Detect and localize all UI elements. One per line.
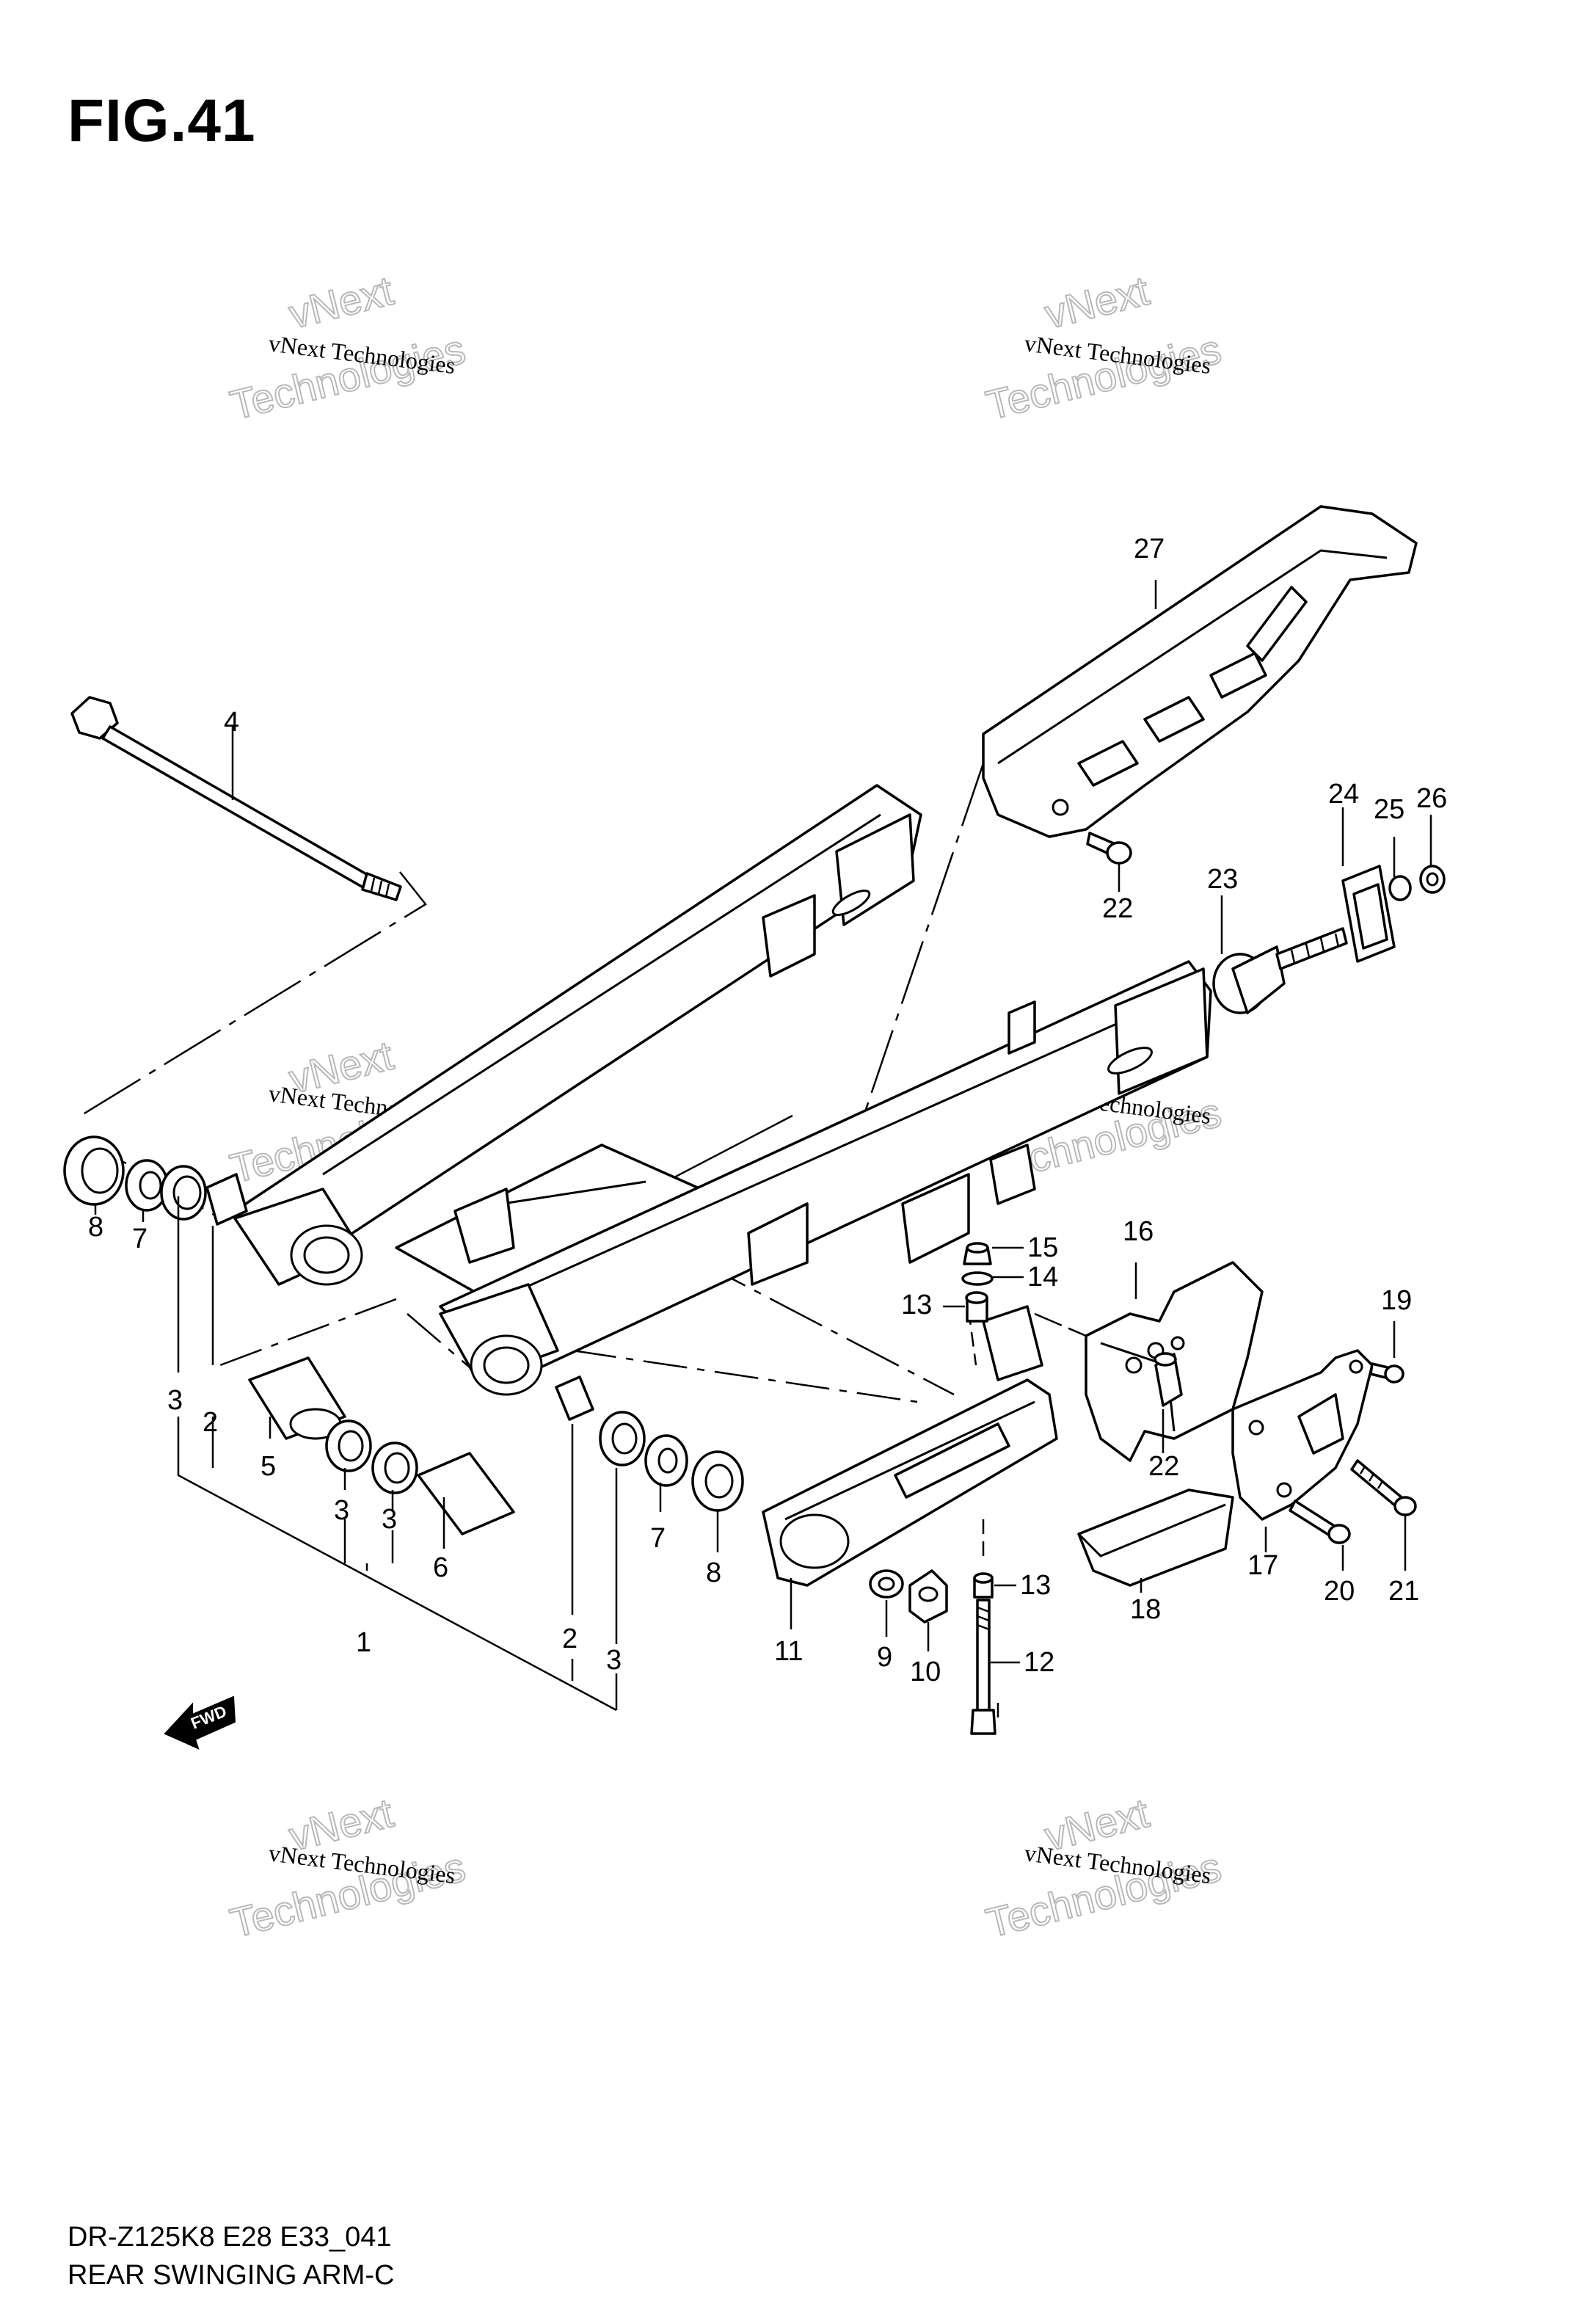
callout-28: 26 (1416, 783, 1447, 814)
nut-15 (963, 1242, 992, 1265)
watermark-vnext: vNext (285, 267, 398, 338)
callout-19: 19 (1381, 1285, 1412, 1316)
figure-title: FIG.41 (68, 87, 256, 154)
pivot-bolt (70, 696, 402, 901)
callout-8-left: 8 (88, 1212, 103, 1243)
callout-4: 4 (224, 707, 239, 738)
chain-guard-bolt (1086, 832, 1132, 865)
callout-16: 16 (1123, 1216, 1154, 1247)
collar-13-upper (965, 1291, 988, 1323)
callout-1: 1 (356, 1627, 371, 1658)
callout-26: 24 (1328, 779, 1359, 810)
watermark-bottom-left: vNext Technologies vNext Technologies (225, 1789, 470, 1947)
callout-27: 25 (1374, 794, 1404, 825)
chain-guard (982, 505, 1418, 838)
bearing-right (599, 1411, 646, 1466)
washer-right (644, 1434, 688, 1487)
bolt-20 (1289, 1499, 1351, 1544)
chain-adjuster-bolt (1212, 927, 1348, 1014)
fwd-arrow-icon: FWD (164, 1695, 236, 1750)
callout-10: 10 (910, 1657, 941, 1687)
chain-guide-pad (1077, 1488, 1234, 1587)
watermark-top-left: vNext Technologies vNext Technologies (225, 266, 470, 429)
sleeve-5 (248, 1356, 346, 1440)
collar-nut (908, 1569, 948, 1624)
callout-21: 21 (1388, 1576, 1419, 1607)
callout-3b: 3 (382, 1504, 397, 1535)
watermark-vnext: vNext (1041, 267, 1154, 338)
callout-25: 23 (1207, 864, 1238, 895)
callout-11: 11 (774, 1636, 803, 1667)
dust-seal-right (691, 1450, 744, 1512)
diagram-footer: DR-Z125K8 E28 E33_041 REAR SWINGING ARM-… (68, 2218, 394, 2294)
washer-left (125, 1159, 169, 1212)
swing-arm (233, 784, 1212, 1396)
bolt-21 (1350, 1459, 1417, 1516)
callout-7-left: 7 (132, 1224, 147, 1254)
callout-24: 22 (1102, 893, 1133, 924)
chain-buffer (762, 1305, 1058, 1587)
callout-14: 14 (1027, 1262, 1058, 1293)
leader-lines (94, 580, 1432, 1717)
guide-pin (1154, 1352, 1183, 1407)
callout-2-right: 2 (562, 1624, 577, 1654)
callout-9: 9 (877, 1642, 892, 1673)
callout-2-left: 2 (203, 1407, 218, 1438)
watermark-bottom-right: vNext Technologies vNext Technologies (981, 1789, 1226, 1947)
callout-13-upper: 13 (901, 1290, 932, 1320)
washer-14 (961, 1271, 994, 1286)
collar-13-lower (973, 1572, 994, 1599)
callout-12: 12 (1024, 1647, 1054, 1678)
bearing-3b (371, 1442, 418, 1494)
callout-3-right: 3 (606, 1645, 622, 1676)
sleeve-6 (417, 1452, 515, 1535)
callout-22: 22 (1148, 1451, 1179, 1482)
watermark-top-right: vNext Technologies vNext Technologies (981, 266, 1226, 429)
callout-3-left: 3 (167, 1385, 183, 1416)
section-name: REAR SWINGING ARM-C (68, 2260, 395, 2291)
callout-17: 17 (1247, 1550, 1278, 1581)
spacer-left-upper (205, 1173, 248, 1226)
bolt-19 (1369, 1362, 1404, 1384)
model-code: DR-Z125K8 E28 E33_041 (68, 2222, 392, 2253)
adjuster-washer (1388, 875, 1412, 901)
chain-guide-plate (1231, 1349, 1374, 1521)
bearing-3a (325, 1419, 372, 1472)
adjuster-nut (1419, 865, 1446, 894)
collar-washer (869, 1569, 904, 1599)
callout-20: 20 (1324, 1576, 1355, 1607)
bearing-left-upper (160, 1165, 207, 1221)
chain-adjuster-plate (1341, 865, 1396, 963)
callout-labels: 4 27 22 23 24 25 26 15 14 13 16 19 22 13… (88, 534, 1447, 1687)
callout-7-right: 7 (650, 1523, 666, 1554)
callout-3a: 3 (334, 1495, 349, 1526)
grouping-brackets (177, 1196, 618, 1712)
callout-15: 15 (1027, 1232, 1058, 1263)
callout-18: 18 (1130, 1594, 1161, 1625)
bolt-12 (970, 1599, 996, 1735)
callout-13-lower: 13 (1020, 1570, 1051, 1601)
dust-seal-left (63, 1135, 125, 1206)
callout-23: 27 (1134, 534, 1165, 564)
spacer-right (555, 1375, 594, 1421)
callout-6: 6 (433, 1552, 448, 1583)
callout-5: 5 (260, 1451, 276, 1482)
callout-8-right: 8 (706, 1557, 721, 1588)
